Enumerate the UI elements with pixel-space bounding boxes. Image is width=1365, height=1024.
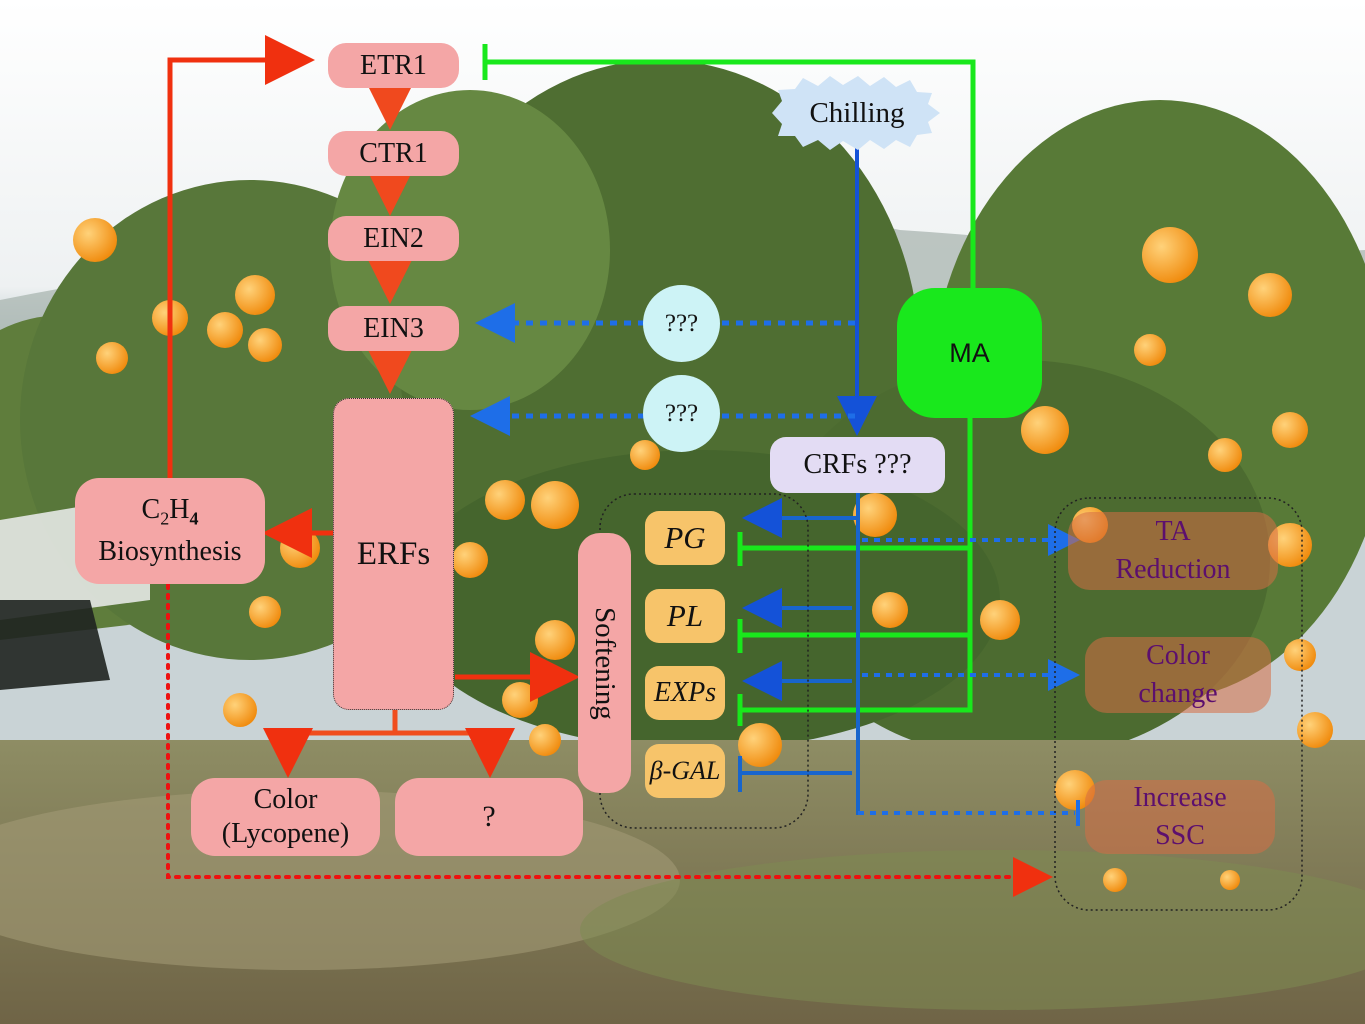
crfs-gene-regulation-lines: [738, 493, 860, 815]
color-label: Color: [253, 784, 318, 815]
unknown-factor-2: ???: [643, 375, 720, 452]
ma-inhibition-lines: [482, 44, 976, 726]
ctr1-label: CTR1: [359, 137, 428, 169]
c2h4-sub4: 4: [189, 508, 199, 529]
erfs-output-arrows: [262, 508, 580, 778]
color-lycopene-node: Color (Lycopene): [191, 778, 380, 856]
c2h4-sub2: 2: [160, 508, 170, 529]
biosynthesis-label: Biosynthesis: [98, 536, 242, 568]
increase-ssc-outcome: Increase SSC: [1085, 780, 1275, 854]
ta-reduction-outcome: TA Reduction: [1068, 512, 1278, 590]
pl-gene-node: PL: [645, 589, 725, 643]
softening-label: Softening: [589, 606, 621, 720]
pg-gene-node: PG: [645, 511, 725, 565]
ssc-label: SSC: [1155, 820, 1205, 851]
ta-label: TA: [1155, 516, 1191, 547]
color-change-outcome: Color change: [1085, 637, 1271, 713]
lycopene-label: (Lycopene): [221, 818, 350, 849]
chilling-cloud-shape: [772, 76, 940, 150]
c2h4-biosynthesis-node: C2H4 Biosynthesis: [75, 478, 265, 584]
exps-gene-node: EXPs: [645, 666, 725, 720]
c2h4-formula: C2H4: [142, 493, 199, 536]
bgal-label: β-GAL: [649, 756, 721, 785]
unknown-output-label: ?: [482, 800, 496, 833]
ein3-label: EIN3: [363, 312, 424, 344]
unknown-factor-1-label: ???: [664, 309, 699, 337]
reduction-label: Reduction: [1115, 554, 1231, 585]
ein2-label: EIN2: [363, 222, 424, 254]
crfs-node: CRFs ???: [770, 437, 945, 493]
pg-label: PG: [664, 520, 706, 555]
increase-label: Increase: [1133, 782, 1227, 813]
gene-group-box: [599, 493, 809, 829]
unknown-output-node: ?: [395, 778, 583, 856]
ctr1-node: CTR1: [328, 131, 459, 176]
erfs-label: ERFs: [356, 535, 431, 572]
ma-label: MA: [949, 337, 990, 368]
c2h4-h: H: [169, 493, 190, 525]
etr1-node: ETR1: [328, 43, 459, 88]
c2h4-c: C: [141, 493, 161, 525]
color-change-label-1: Color: [1146, 640, 1210, 671]
ein2-node: EIN2: [328, 216, 459, 261]
bgal-gene-node: β-GAL: [645, 744, 725, 798]
exps-label: EXPs: [653, 677, 717, 708]
crfs-label: CRFs ???: [803, 449, 912, 480]
erfs-node: ERFs: [333, 398, 454, 710]
unknown-factor-2-label: ???: [664, 399, 699, 427]
crfs-quality-dotted-arrows: [858, 524, 1080, 826]
color-change-label-2: change: [1138, 678, 1218, 709]
ein3-node: EIN3: [328, 306, 459, 351]
softening-node: Softening: [578, 533, 631, 793]
chilling-node: Chilling: [778, 88, 936, 138]
ethylene-feedback-arrow: [167, 35, 315, 478]
pl-label: PL: [666, 598, 704, 633]
chilling-label: Chilling: [809, 96, 905, 129]
ethylene-to-quality-arrow: [166, 583, 1053, 897]
unknown-factor-1: ???: [643, 285, 720, 362]
etr1-label: ETR1: [360, 49, 427, 81]
ma-node: MA: [897, 288, 1042, 418]
